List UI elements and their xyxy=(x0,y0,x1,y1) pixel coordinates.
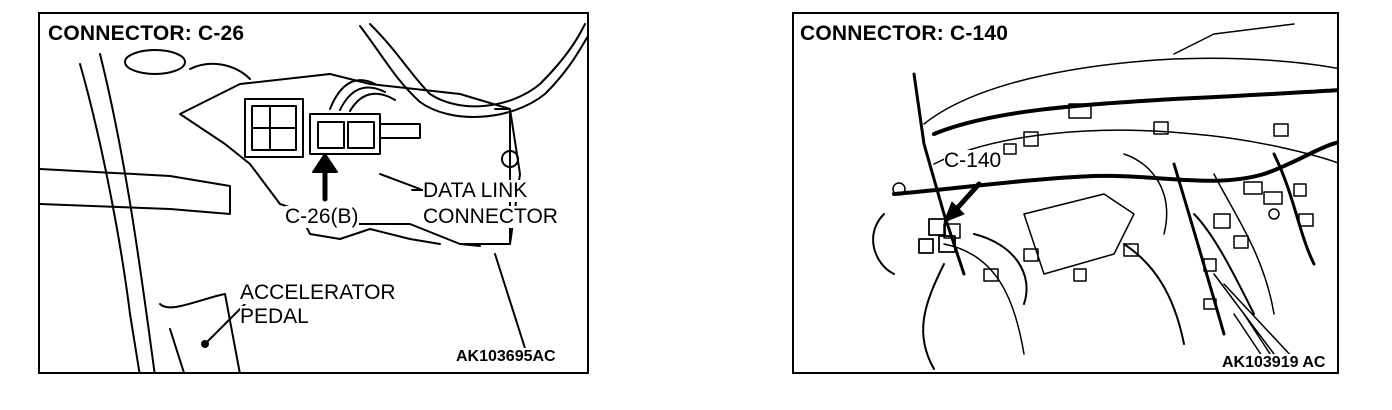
label-data-link-1: DATA LINK xyxy=(423,179,528,202)
label-pedal-2: PEDAL xyxy=(240,305,309,328)
figure-code-right: AK103919 AC xyxy=(1222,354,1326,372)
diagram-panel-c26: CONNECTOR: C-26 C-26(B) DATA LINK CONNEC… xyxy=(38,12,589,374)
label-c140: C-140 xyxy=(944,149,1002,172)
label-c26b: C-26(B) xyxy=(285,205,359,228)
panel-title-c26: CONNECTOR: C-26 xyxy=(48,22,248,46)
figure-code-left: AK103695AC xyxy=(456,348,556,366)
diagram-panel-c140: CONNECTOR: C-140 C-140 AK103919 AC xyxy=(792,12,1339,374)
label-data-link-2: CONNECTOR xyxy=(423,205,558,228)
c140-line-drawing xyxy=(872,23,1337,370)
label-pedal-1: ACCELERATOR xyxy=(240,281,396,304)
c26-line-drawing xyxy=(40,23,587,372)
panel-title-c140: CONNECTOR: C-140 xyxy=(800,22,1012,46)
